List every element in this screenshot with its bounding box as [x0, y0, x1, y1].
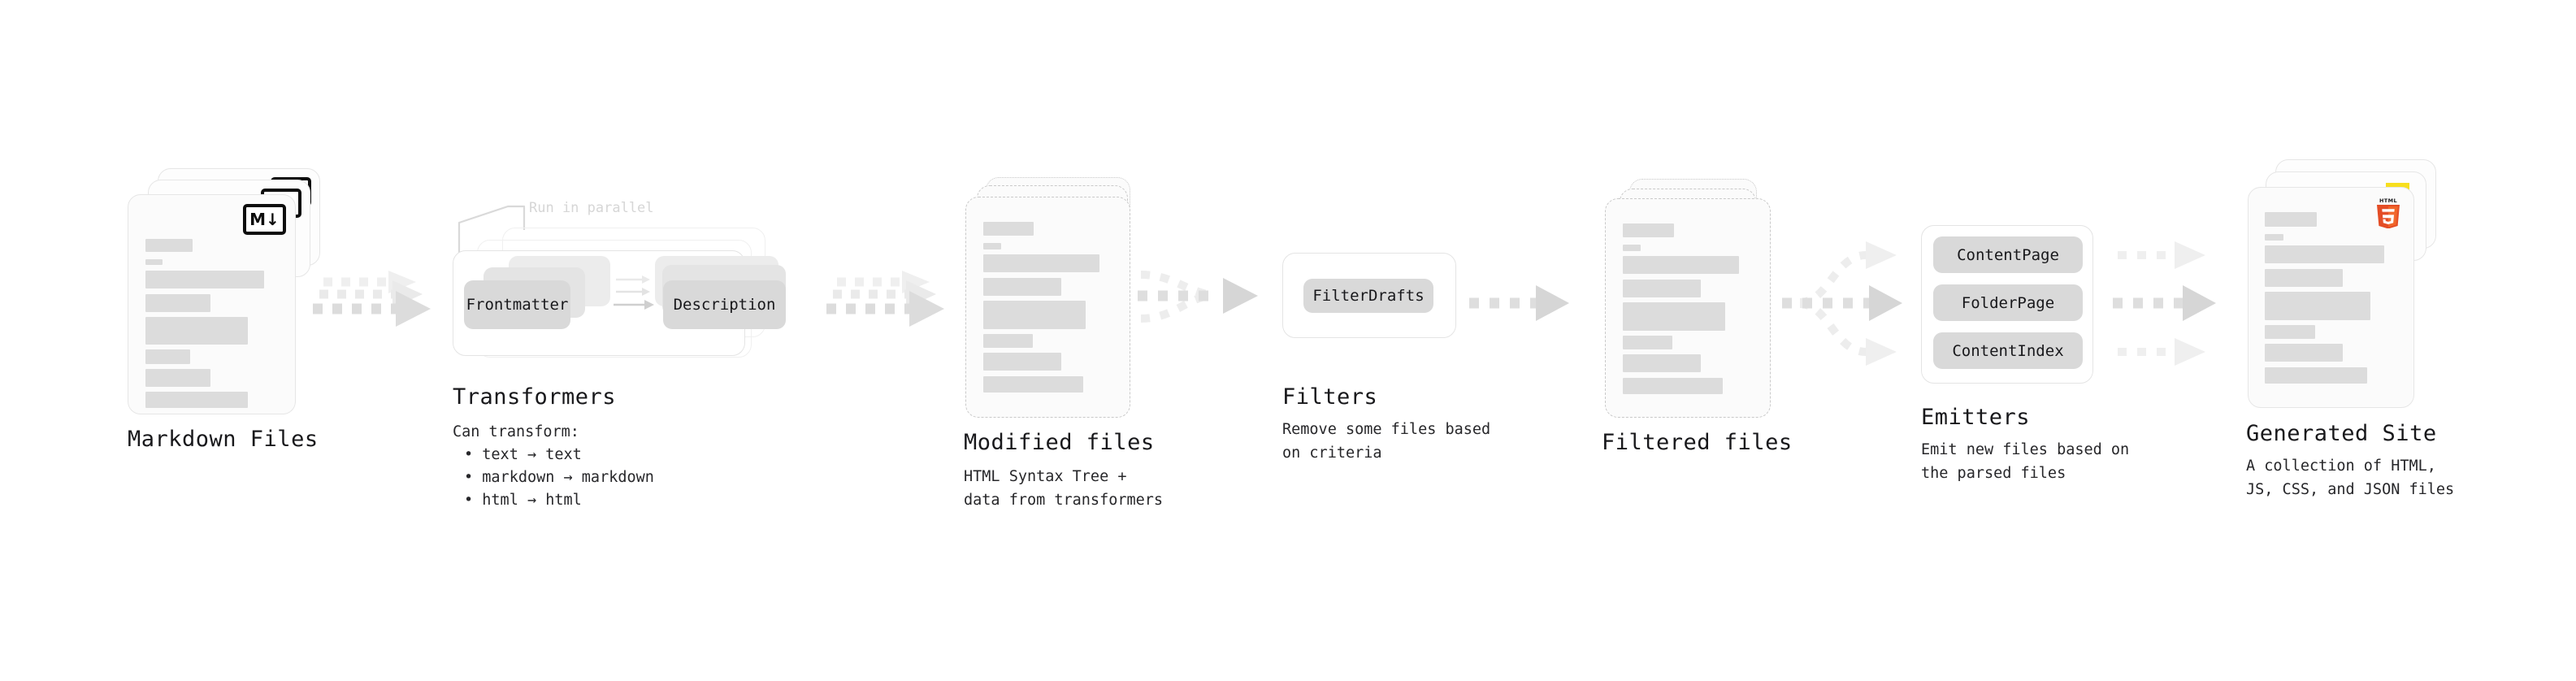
stage-label-transformers: Transformers — [453, 384, 617, 410]
placeholder-line — [1623, 336, 1672, 349]
placeholder-line — [983, 376, 1083, 393]
placeholder-line — [983, 278, 1061, 296]
modified-file-card-front — [965, 197, 1130, 418]
placeholder-line — [2265, 234, 2283, 241]
filters-description: Remove some files based on criteria — [1282, 421, 1491, 462]
placeholder-line — [2265, 325, 2315, 339]
placeholder-line — [983, 222, 1034, 236]
modified-files-description: HTML Syntax Tree + data from transformer… — [964, 468, 1164, 509]
placeholder-line — [983, 254, 1099, 272]
stage-label-filters: Filters — [1282, 384, 1378, 410]
placeholder-line — [2265, 269, 2343, 287]
transformers-bullet-2-text: html → html — [482, 492, 582, 509]
transformers-bullet-1: • markdown → markdown — [464, 469, 654, 486]
stage-label-filtered-files: Filtered files — [1602, 430, 1793, 455]
placeholder-line — [983, 301, 1086, 329]
placeholder-line — [983, 334, 1033, 348]
transformers-bullet-1-text: markdown → markdown — [482, 469, 654, 486]
generated-file-card-html: HTML — [2248, 187, 2414, 408]
stage-label-markdown-files: Markdown Files — [128, 427, 319, 452]
filter-chip-filterdrafts[interactable]: FilterDrafts — [1303, 279, 1433, 313]
placeholder-line — [145, 259, 163, 265]
svg-text:HTML: HTML — [2379, 197, 2397, 204]
transformer-chip-description[interactable]: Description — [663, 280, 786, 329]
stage-label-emitters: Emitters — [1921, 405, 2031, 430]
placeholder-line — [145, 239, 193, 252]
emitter-chip-contentindex[interactable]: ContentIndex — [1933, 332, 2083, 369]
placeholder-line — [2265, 245, 2384, 263]
placeholder-line — [1623, 378, 1723, 394]
transformers-bullet-0-text: text → text — [482, 446, 582, 463]
transformer-chip-frontmatter[interactable]: Frontmatter — [464, 280, 570, 329]
stage-label-generated-site: Generated Site — [2246, 421, 2437, 446]
emitters-description: Emit new files based on the parsed files — [1921, 441, 2130, 482]
placeholder-line — [1623, 245, 1641, 251]
placeholder-line — [145, 369, 210, 387]
placeholder-line — [2265, 212, 2317, 227]
placeholder-line — [2265, 367, 2367, 384]
placeholder-line — [1623, 280, 1701, 297]
run-in-parallel-note: Run in parallel — [529, 200, 654, 216]
generated-site-description: A collection of HTML, JS, CSS, and JSON … — [2246, 458, 2455, 498]
stage-label-modified-files: Modified files — [964, 430, 1155, 455]
placeholder-line — [145, 294, 210, 312]
markdown-file-card-front: M↓ — [128, 194, 296, 414]
emitter-chip-folderpage[interactable]: FolderPage — [1933, 284, 2083, 321]
placeholder-line — [145, 392, 248, 408]
placeholder-line — [1623, 354, 1701, 372]
html5-icon: HTML — [2374, 196, 2402, 229]
emitter-chip-contentpage[interactable]: ContentPage — [1933, 236, 2083, 273]
placeholder-line — [983, 353, 1061, 371]
placeholder-line — [2265, 344, 2343, 362]
transformers-bullet-2: • html → html — [464, 492, 582, 509]
placeholder-line — [145, 271, 264, 288]
markdown-badge: M↓ — [243, 204, 286, 235]
transformers-bullet-0: • text → text — [464, 446, 582, 463]
placeholder-line — [2265, 292, 2370, 320]
placeholder-line — [1623, 302, 1725, 331]
filtered-file-card-front — [1605, 198, 1771, 418]
placeholder-line — [1623, 223, 1674, 237]
placeholder-line — [145, 349, 190, 364]
placeholder-line — [1623, 256, 1739, 274]
placeholder-line — [983, 243, 1001, 249]
placeholder-line — [145, 317, 248, 345]
transformers-description: Can transform: — [453, 423, 579, 440]
